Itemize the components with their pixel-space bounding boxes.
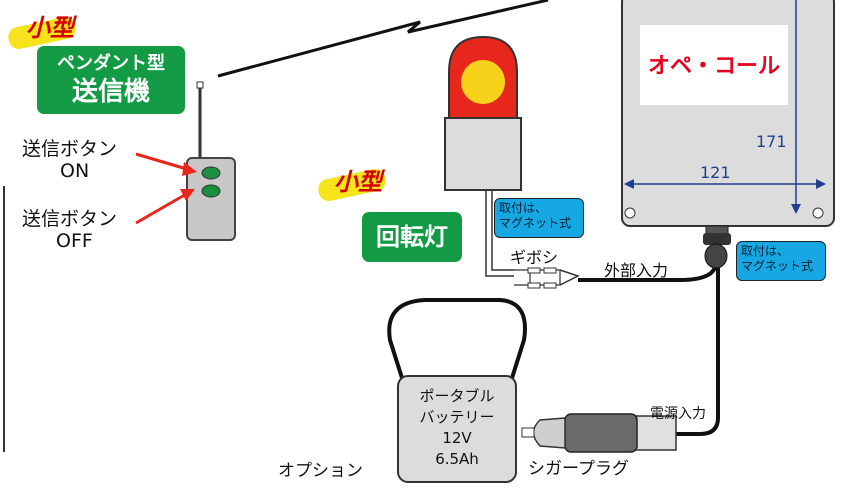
battery-line-2: バッテリー [419, 408, 495, 426]
pendant-line-2: 送信機 [71, 77, 150, 107]
battery-line-1: ポータブル [419, 387, 495, 405]
on-button-state: ON [60, 160, 90, 182]
small-type-badge-1: 小型 [26, 14, 74, 42]
mount-line-1a: 取付は、 [499, 201, 548, 215]
arrow-on-icon [182, 162, 197, 176]
cigar-plug [564, 413, 638, 453]
battery-label: ポータブル バッテリー 12V 6.5Ah [398, 386, 516, 470]
power-input-cable [676, 268, 720, 436]
option-label: オプション [278, 461, 363, 481]
battery-line-4: 6.5Ah [435, 450, 479, 468]
pendant-transmitter-label: ペンダント型 送信機 [37, 46, 185, 114]
mount-line-1b: 取付は、 [741, 244, 790, 258]
arrow-off-icon [180, 189, 195, 201]
ope-call-label-panel [640, 25, 788, 105]
battery-line-3: 12V [442, 429, 472, 447]
external-input-label: 外部入力 [604, 261, 669, 280]
off-button-state: OFF [56, 230, 93, 252]
battery-handle [387, 298, 527, 379]
mount-line-2b: マグネット式 [741, 259, 814, 273]
dimension-121: 121 [700, 163, 731, 182]
magnet-mount-note-unit: 取付は、 マグネット式 [736, 241, 826, 281]
pendant-line-1: ペンダント型 [57, 53, 165, 74]
cable-connector [704, 243, 728, 269]
cigar-plug-label: シガープラグ [528, 459, 629, 479]
lamp-light-icon [461, 60, 505, 104]
on-button-icon [201, 166, 221, 180]
off-button-label: 送信ボタン [22, 208, 118, 230]
power-input-label: 電源入力 [650, 406, 706, 422]
portable-battery [397, 375, 517, 483]
off-button-icon [201, 184, 221, 198]
dimension-171: 171 [756, 132, 787, 151]
mount-line-2a: マグネット式 [499, 216, 572, 230]
rotating-light-label: 回転灯 [362, 212, 462, 262]
ope-call-title: オペ・コール [647, 54, 780, 79]
magnet-mount-note-lamp: 取付は、 マグネット式 [494, 198, 584, 238]
rotating-lamp-base [444, 117, 522, 191]
gibosi-label: ギボシ [510, 248, 559, 267]
small-type-badge-2: 小型 [334, 168, 382, 196]
cigar-plug-tip-icon [532, 417, 566, 449]
radio-signal-line [217, 0, 549, 78]
on-button-label: 送信ボタン [22, 138, 118, 160]
